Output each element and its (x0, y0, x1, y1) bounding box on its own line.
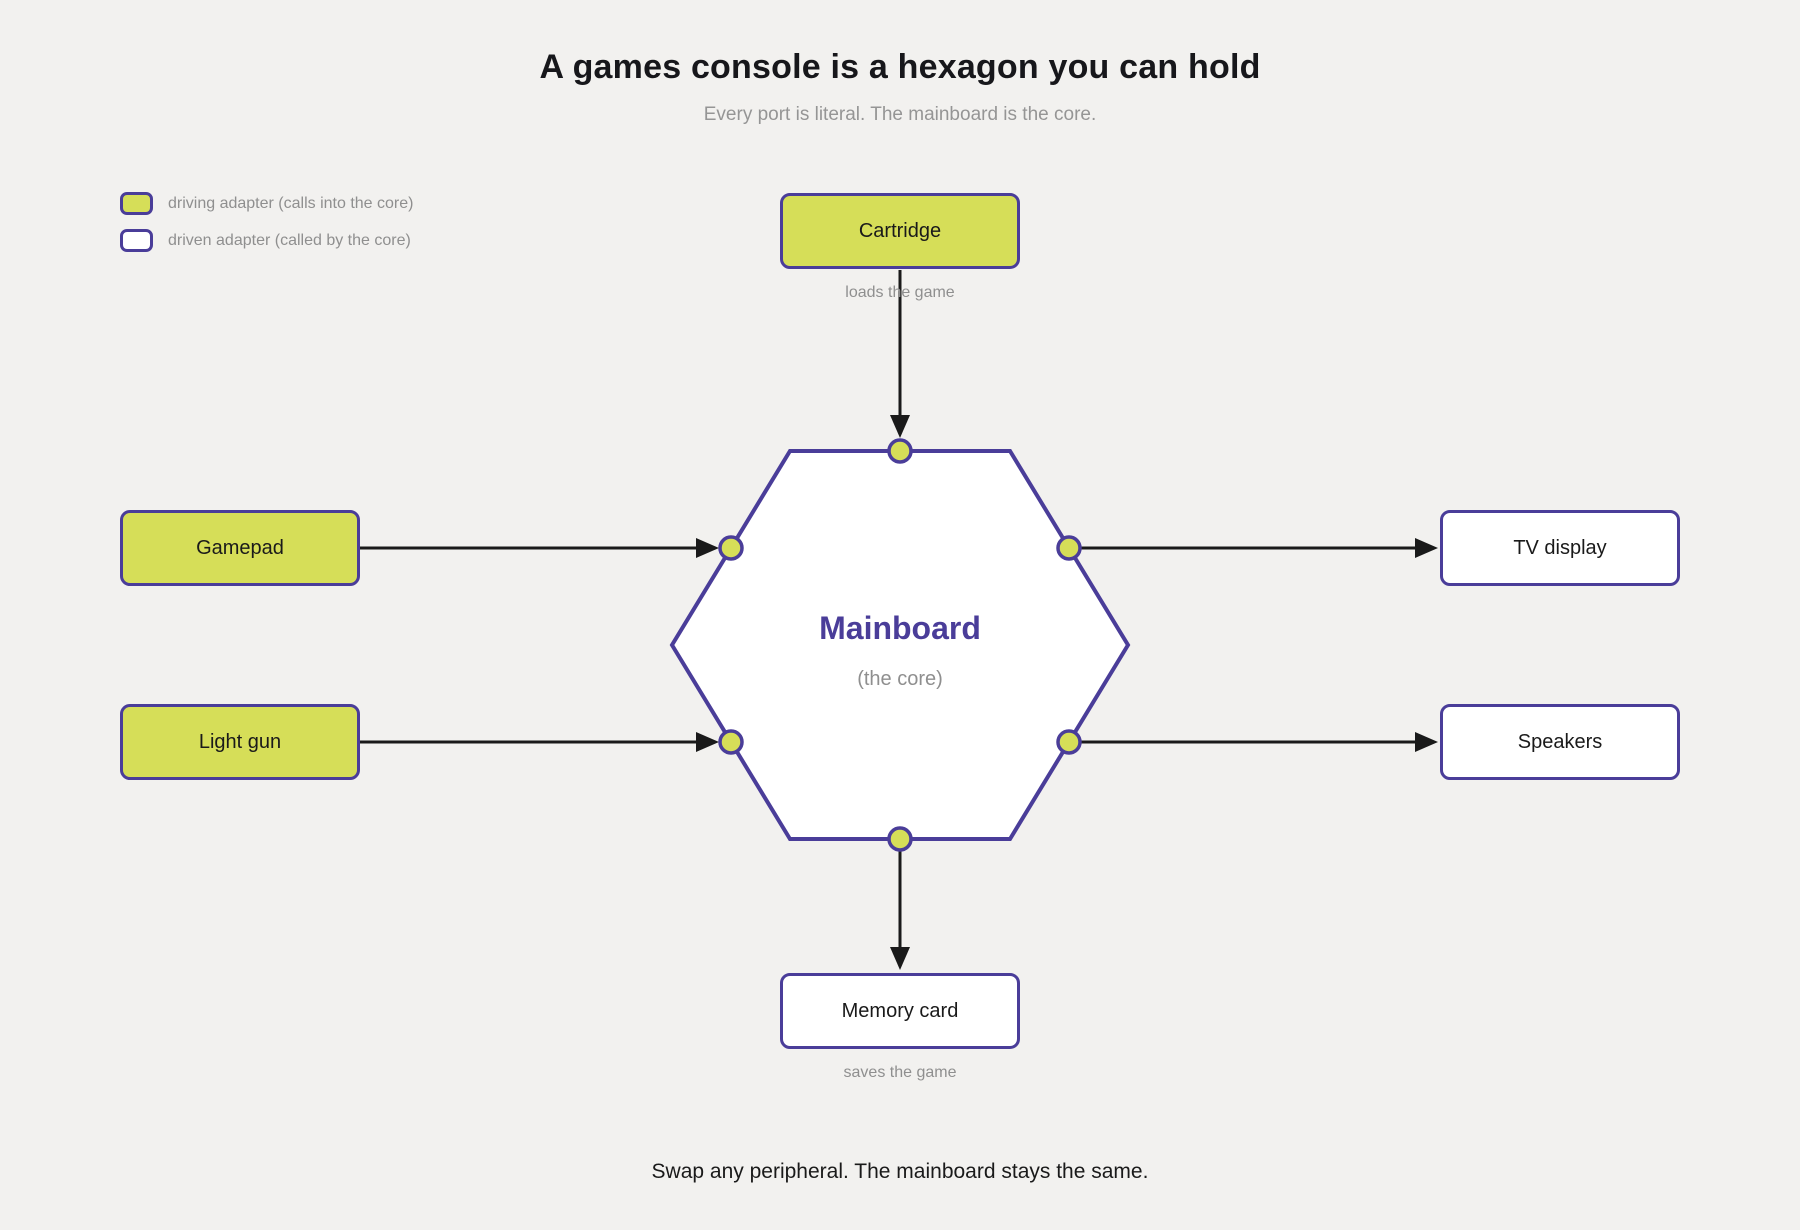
edge-cartridge-arrowhead (890, 415, 910, 438)
edge-note-loads: loads the game (845, 284, 955, 301)
page-title: A games console is a hexagon you can hol… (539, 48, 1261, 86)
node-memory-card: Memory card (780, 973, 1020, 1049)
legend-label-driving: driving adapter (calls into the core) (168, 194, 414, 212)
node-gamepad-label: Gamepad (196, 536, 284, 559)
page-subtitle: Every port is literal. The mainboard is … (703, 104, 1097, 125)
node-tv-display: TV display (1440, 510, 1680, 586)
node-gamepad: Gamepad (120, 510, 360, 586)
node-lightgun: Light gun (120, 704, 360, 780)
footer-caption: Swap any peripheral. The mainboard stays… (651, 1160, 1149, 1183)
node-memory-card-label: Memory card (841, 999, 959, 1022)
edge-note-saves: saves the game (843, 1064, 957, 1081)
port-lower-left (718, 729, 744, 755)
core-subtitle: (the core) (857, 668, 943, 690)
edge-speakers-arrowhead (1415, 732, 1438, 752)
node-lightgun-label: Light gun (198, 730, 282, 753)
legend-swatch-driving (120, 192, 153, 215)
port-lower-right (1056, 729, 1082, 755)
edge-memory-arrowhead (890, 947, 910, 970)
legend-row-driving: driving adapter (calls into the core) (120, 192, 413, 215)
legend-label-driven: driven adapter (called by the core) (168, 231, 411, 249)
port-bottom (887, 826, 913, 852)
port-upper-left (718, 535, 744, 561)
port-top (887, 438, 913, 464)
legend: driving adapter (calls into the core) dr… (120, 192, 413, 266)
node-speakers-label: Speakers (1517, 730, 1603, 753)
core-title: Mainboard (819, 610, 981, 646)
port-upper-right (1056, 535, 1082, 561)
legend-row-driven: driven adapter (called by the core) (120, 229, 413, 252)
node-speakers: Speakers (1440, 704, 1680, 780)
legend-swatch-driven (120, 229, 153, 252)
edge-tv-arrowhead (1415, 538, 1438, 558)
node-cartridge-label: Cartridge (858, 219, 942, 242)
node-tv-display-label: TV display (1513, 536, 1607, 559)
node-cartridge: Cartridge (780, 193, 1020, 269)
hexagon-core-shape (669, 449, 1131, 841)
edge-lightgun-arrowhead (696, 732, 719, 752)
edge-gamepad-arrowhead (696, 538, 719, 558)
